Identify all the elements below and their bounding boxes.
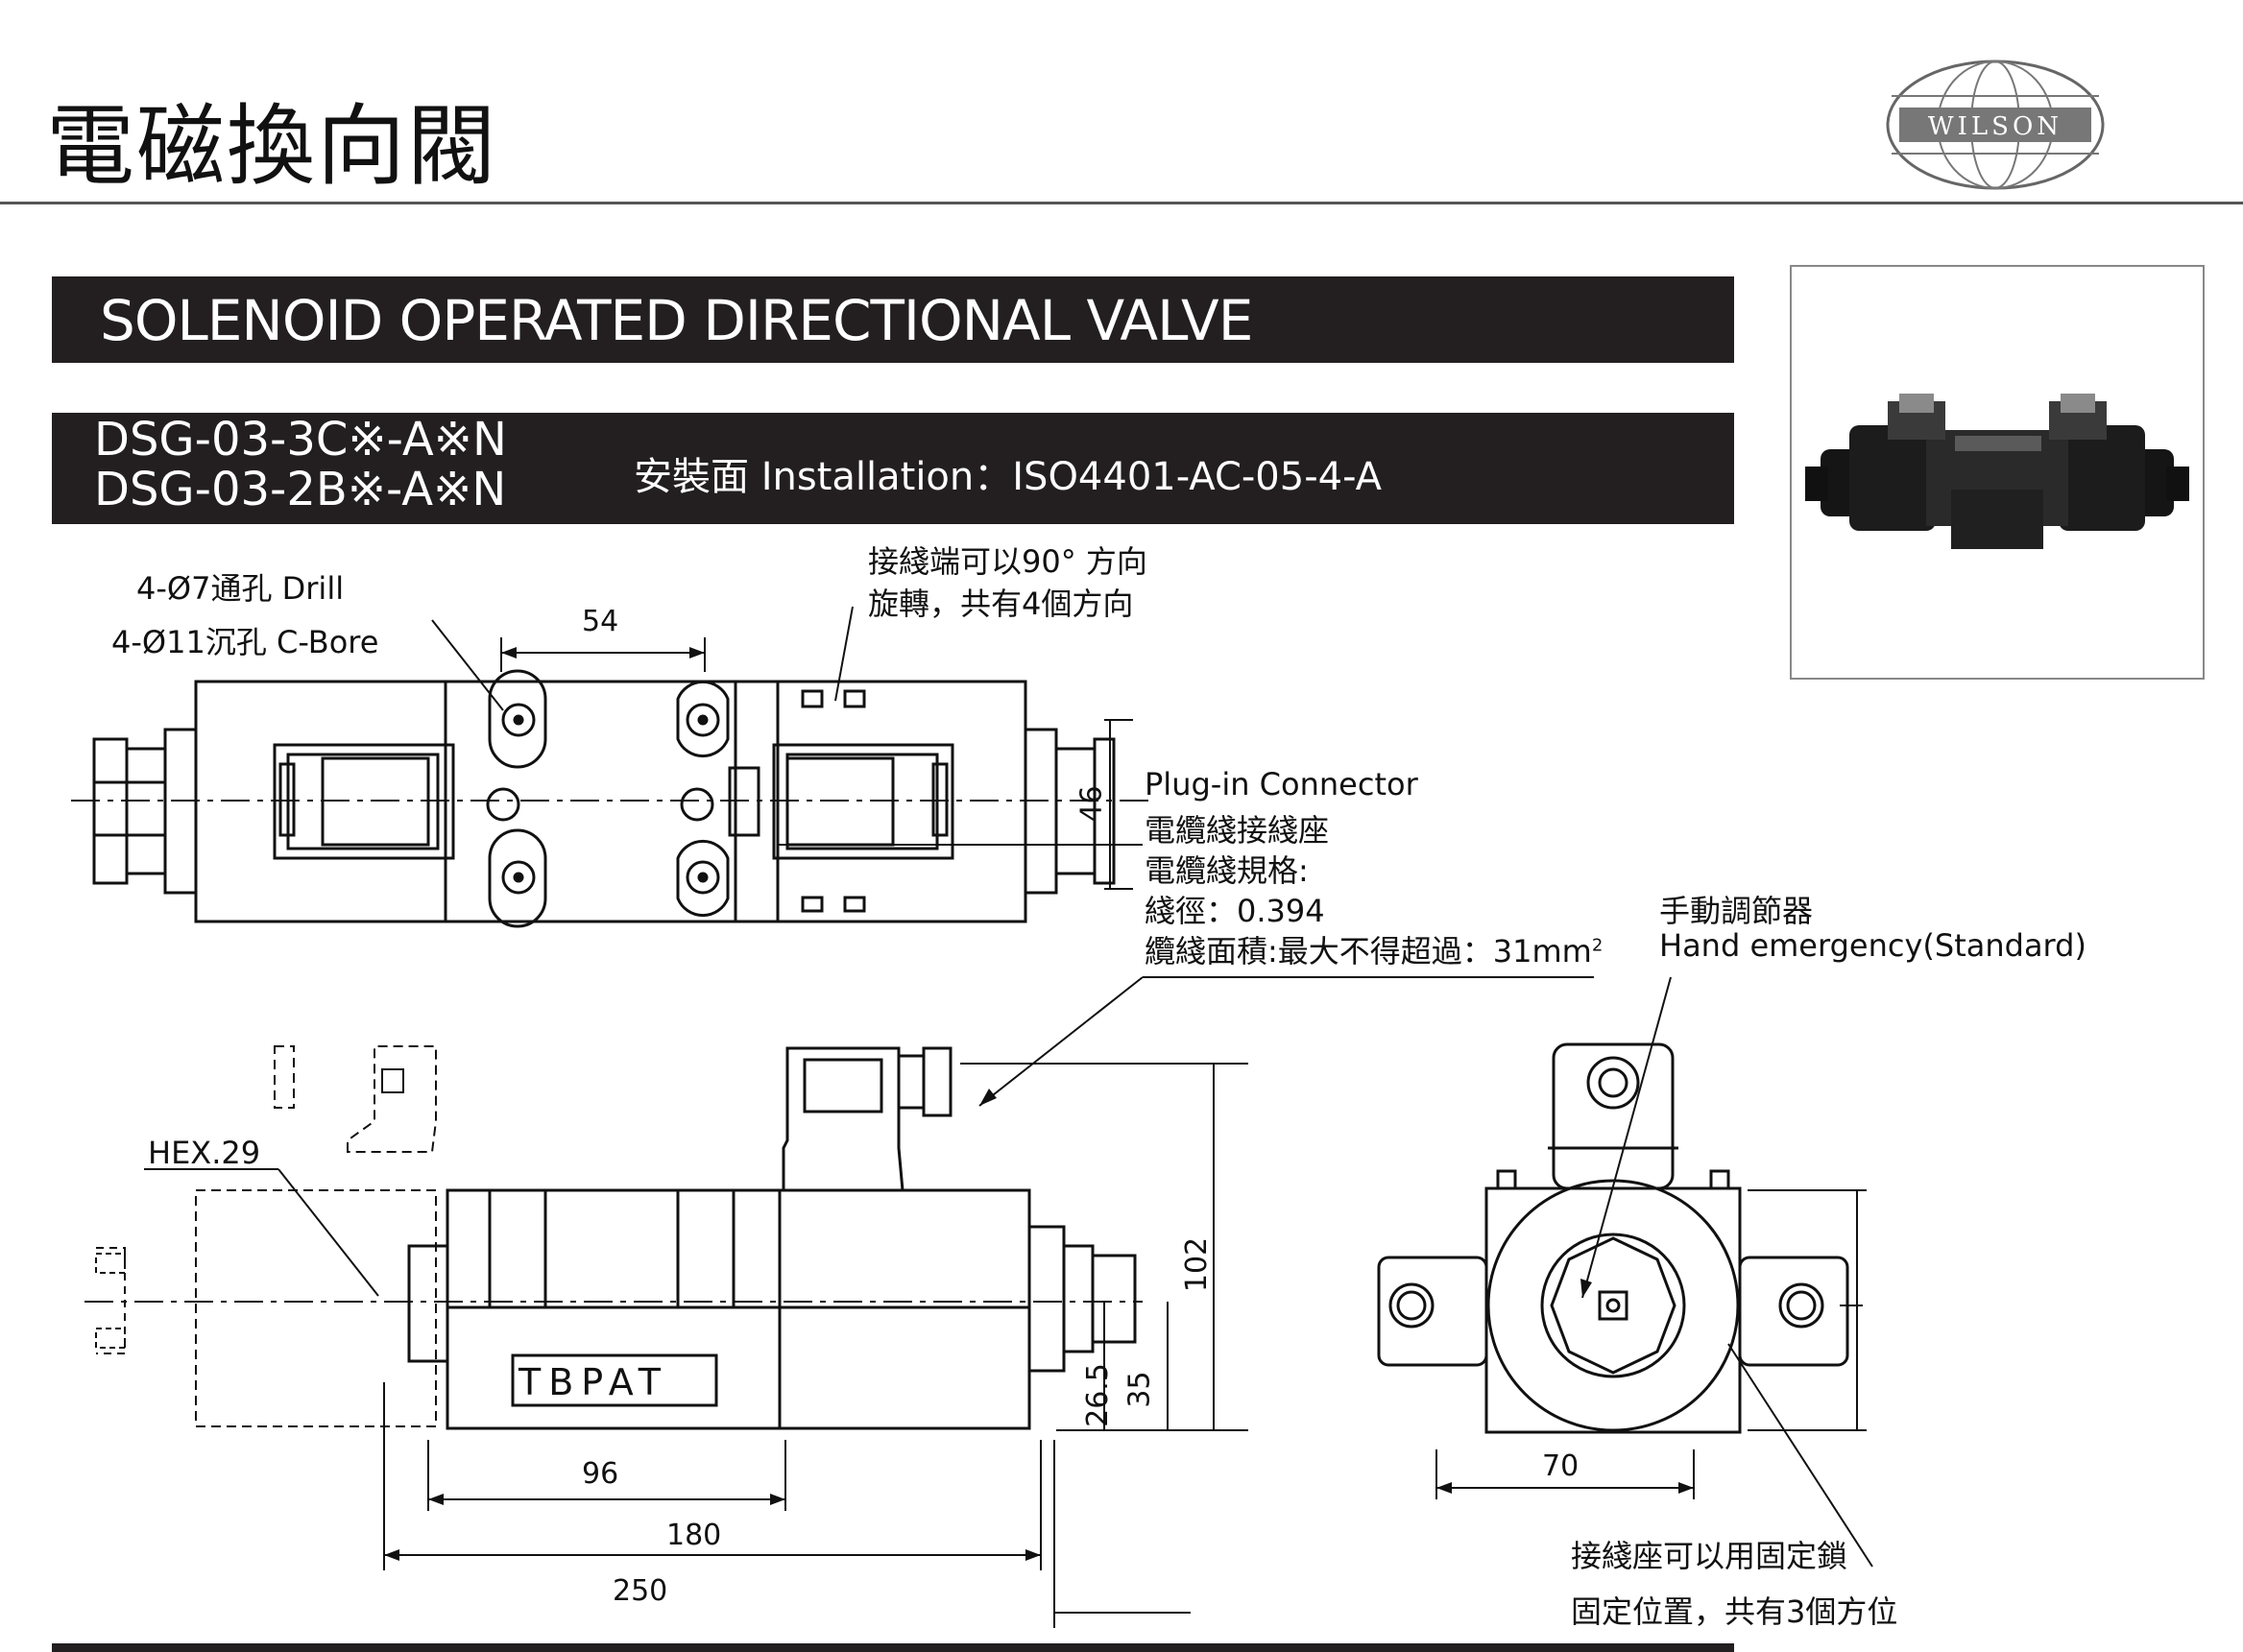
plug-in-label: Plug-in Connector bbox=[1145, 766, 1418, 802]
model-number-2: DSG-03-2B※-A※N bbox=[94, 463, 507, 516]
dim-250: 250 bbox=[613, 1574, 668, 1608]
product-photo-frame bbox=[1790, 265, 2205, 680]
dim-96: 96 bbox=[582, 1457, 619, 1491]
lock-note-1: 接綫座可以用固定鎖 bbox=[1571, 1538, 1848, 1574]
terminal-note-2: 旋轉，共有4個方向 bbox=[868, 586, 1134, 622]
wire-dia-label: 綫徑：0.394 bbox=[1145, 893, 1325, 929]
section-title: SOLENOID OPERATED DIRECTIONAL VALVE bbox=[100, 288, 1253, 353]
bottom-band bbox=[52, 1643, 1734, 1652]
model-band: DSG-03-3C※-A※N DSG-03-2B※-A※N 安裝面 Instal… bbox=[52, 413, 1734, 524]
drill-label: 4-Ø7通孔 Drill bbox=[136, 570, 345, 607]
port-markings: TBPAT bbox=[519, 1361, 669, 1403]
installation-spec: 安裝面 Installation：ISO4401-AC-05-4-A bbox=[634, 455, 1383, 499]
dim-54: 54 bbox=[582, 605, 619, 638]
cable-area-label: 纜綫面積:最大不得超過：31mm2 bbox=[1145, 933, 1604, 970]
side-view bbox=[1377, 976, 1873, 1568]
dim-180: 180 bbox=[666, 1519, 722, 1552]
dim-35: 35 bbox=[1122, 1371, 1157, 1408]
cable-seat-label: 電纜綫接綫座 bbox=[1145, 812, 1330, 849]
page-title: 電磁換向閥 bbox=[46, 95, 498, 198]
manual-cn-label: 手動調節器 bbox=[1659, 893, 1814, 929]
section-title-band: SOLENOID OPERATED DIRECTIONAL VALVE bbox=[52, 276, 1734, 363]
dim-46: 46 bbox=[1074, 785, 1109, 823]
top-view bbox=[71, 606, 1594, 1107]
hex-label: HEX.29 bbox=[148, 1135, 261, 1171]
terminal-note-1: 接綫端可以90° 方向 bbox=[868, 543, 1147, 580]
logo-text: WILSON bbox=[1928, 112, 2062, 141]
dim-102: 102 bbox=[1180, 1236, 1215, 1293]
model-number-1: DSG-03-3C※-A※N bbox=[94, 413, 507, 467]
wilson-logo: WILSON bbox=[1886, 60, 2105, 190]
dim-26-5: 26.5 bbox=[1080, 1363, 1115, 1427]
dim-70: 70 bbox=[1542, 1449, 1580, 1483]
manual-en-label: Hand emergency(Standard) bbox=[1659, 927, 2086, 964]
cbore-label: 4-Ø11沉孔 C-Bore bbox=[111, 624, 379, 660]
front-view bbox=[84, 1045, 1248, 1628]
header-divider bbox=[0, 202, 2243, 204]
valve-photo bbox=[1805, 394, 2189, 549]
lock-note-2: 固定位置，共有3個方位 bbox=[1571, 1593, 1898, 1630]
cable-spec-label: 電纜綫規格: bbox=[1145, 852, 1309, 889]
